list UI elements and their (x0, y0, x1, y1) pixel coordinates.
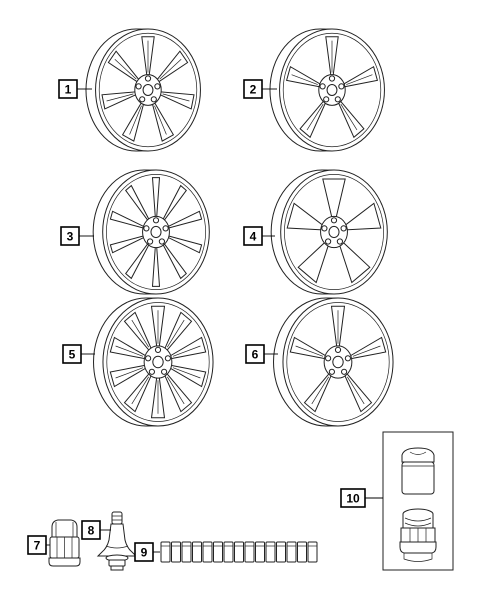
svg-text:7: 7 (34, 539, 41, 553)
svg-text:9: 9 (141, 546, 148, 560)
leader-lines (46, 88, 383, 553)
wheel-lock-kit-frame (382, 431, 454, 571)
svg-text:6: 6 (252, 348, 259, 362)
balance-weight (234, 541, 244, 563)
wheel-6[interactable] (273, 297, 394, 427)
balance-weight (223, 541, 234, 563)
svg-text:3: 3 (67, 230, 74, 244)
callout-5[interactable]: 5 (62, 344, 82, 364)
callout-8[interactable]: 8 (81, 520, 101, 540)
valve-stem[interactable] (96, 511, 138, 571)
balance-weight (276, 541, 286, 563)
wheel-5[interactable] (93, 297, 214, 427)
balance-weights[interactable] (160, 541, 318, 563)
balance-weight (255, 541, 265, 563)
svg-text:5: 5 (69, 348, 76, 362)
balance-weight (213, 541, 223, 563)
svg-text:2: 2 (250, 83, 257, 97)
svg-text:1: 1 (65, 83, 72, 97)
balance-weight (297, 541, 307, 563)
wheel-1[interactable] (85, 28, 201, 152)
wheel-2[interactable] (269, 28, 385, 152)
callout-1[interactable]: 1 (58, 79, 78, 99)
balance-weight (171, 541, 181, 563)
balance-weight (307, 541, 318, 563)
wheel-3[interactable] (92, 169, 210, 295)
callout-6[interactable]: 6 (245, 344, 265, 364)
callout-10[interactable]: 10 (340, 488, 366, 508)
svg-text:4: 4 (250, 230, 257, 244)
lug-nut[interactable] (48, 519, 81, 567)
wheels-group (85, 28, 394, 427)
wheel-4[interactable] (270, 169, 388, 295)
callout-3[interactable]: 3 (60, 226, 80, 246)
callout-4[interactable]: 4 (243, 226, 263, 246)
wheel-lock-nut[interactable] (399, 508, 437, 562)
svg-text:8: 8 (88, 524, 95, 538)
balance-weight (202, 541, 213, 563)
balance-weight (265, 541, 276, 563)
balance-weight (181, 541, 192, 563)
callout-2[interactable]: 2 (243, 79, 263, 99)
balance-weight (244, 541, 255, 563)
callout-7[interactable]: 7 (27, 535, 47, 555)
balance-weight (160, 541, 171, 563)
balance-weight (192, 541, 202, 563)
wheel-lock-key[interactable] (401, 447, 435, 495)
wheel-lock-kit[interactable] (382, 431, 454, 571)
callout-9[interactable]: 9 (134, 542, 154, 562)
balance-weight (286, 541, 297, 563)
svg-text:10: 10 (346, 492, 360, 506)
